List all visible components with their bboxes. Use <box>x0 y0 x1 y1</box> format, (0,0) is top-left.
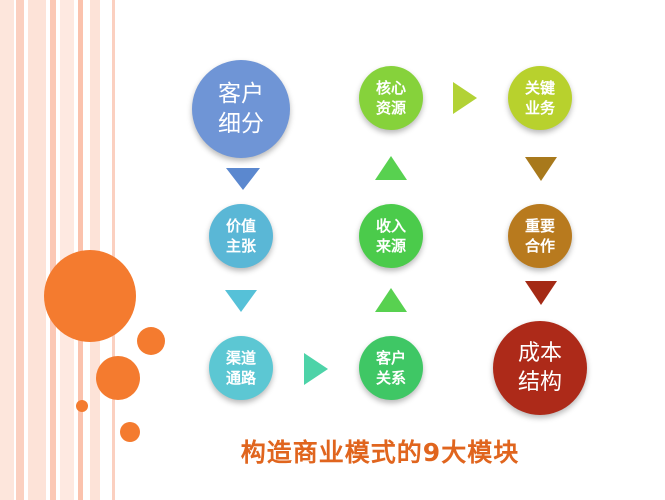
decorative-circle <box>44 250 136 342</box>
stripe <box>112 0 115 500</box>
customer-relationships-label: 客户 关系 <box>375 349 406 387</box>
key-resources-node: 核心 资源 <box>359 66 423 130</box>
cost-structure-node: 成本 结构 <box>493 321 587 415</box>
decorative-circle <box>120 422 140 442</box>
stripe <box>28 0 46 500</box>
revenue-streams-node: 收入 来源 <box>359 204 423 268</box>
arrow-down-icon <box>226 168 260 190</box>
cost-structure-label: 成本 结构 <box>517 341 562 395</box>
page-title: 构造商业模式的9大模块 <box>240 438 520 467</box>
stripe <box>50 0 56 500</box>
value-proposition-node: 价值 主张 <box>209 204 273 268</box>
arrow-down-icon <box>525 157 557 181</box>
customer-relationships-node: 客户 关系 <box>359 336 423 400</box>
value-proposition-label: 价值 主张 <box>225 217 256 255</box>
channels-node: 渠道 通路 <box>209 336 273 400</box>
arrow-up-icon <box>375 288 407 312</box>
arrow-right-icon <box>304 353 328 385</box>
key-activities-node: 关键 业务 <box>508 66 572 130</box>
decorative-stripes <box>0 0 125 500</box>
stripe <box>16 0 24 500</box>
customer-segments-node: 客户 细分 <box>192 60 290 158</box>
channels-label: 渠道 通路 <box>225 349 256 387</box>
arrow-up-icon <box>375 156 407 180</box>
arrow-down-icon <box>225 290 257 312</box>
revenue-streams-label: 收入 来源 <box>375 217 406 255</box>
key-activities-label: 关键 业务 <box>524 79 555 117</box>
key-partners-node: 重要 合作 <box>508 204 572 268</box>
customer-segments-label: 客户 细分 <box>218 81 264 137</box>
decorative-circle <box>137 327 165 355</box>
key-partners-label: 重要 合作 <box>524 217 555 255</box>
arrow-down-icon <box>525 281 557 305</box>
arrow-right-icon <box>453 82 477 114</box>
decorative-circle <box>76 400 88 412</box>
stripe <box>0 0 14 500</box>
stripe <box>60 0 74 500</box>
key-resources-label: 核心 资源 <box>375 79 406 117</box>
decorative-circle <box>96 356 140 400</box>
